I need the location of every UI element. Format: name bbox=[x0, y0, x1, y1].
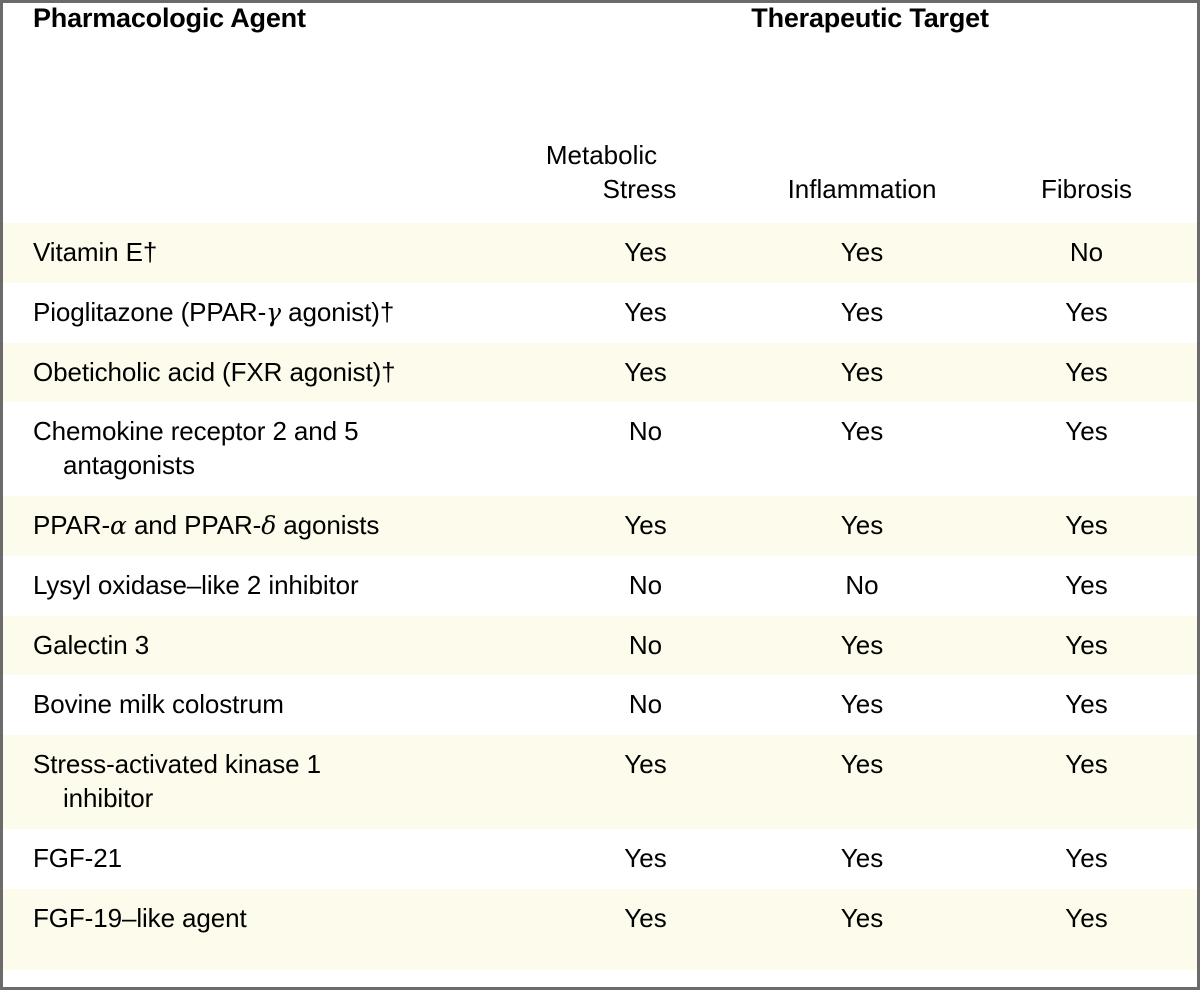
cell-metabolic-stress: Yes bbox=[543, 223, 748, 283]
cell-agent: PPAR-α and PPAR-δ agonists bbox=[3, 495, 543, 556]
cell-inflammation: Yes bbox=[748, 615, 976, 676]
header-row-sub: Metabolic Stress Inflammation Fibrosis bbox=[3, 89, 1197, 223]
table-row: PPAR-α and PPAR-δ agonists Yes Yes Yes bbox=[3, 495, 1197, 556]
agent-label: FGF-19–like agent bbox=[33, 902, 247, 933]
column-header-inflammation: Inflammation bbox=[748, 89, 976, 223]
cell-metabolic-stress: Yes bbox=[543, 495, 748, 556]
cell-metabolic-stress: No bbox=[543, 402, 748, 496]
cell-fibrosis: Yes bbox=[976, 828, 1197, 889]
cell-inflammation: Yes bbox=[748, 888, 976, 949]
agent-label: Chemokine receptor 2 and 5 bbox=[33, 416, 359, 447]
cell-fibrosis: Yes bbox=[976, 615, 1197, 676]
table-row: Chemokine receptor 2 and 5 antagonists N… bbox=[3, 402, 1197, 496]
table-row: Obeticholic acid (FXR agonist)† Yes Yes … bbox=[3, 342, 1197, 403]
cell-agent: Vitamin E† bbox=[3, 223, 543, 283]
cell-agent: Pioglitazone (PPAR-γ agonist)† bbox=[3, 282, 543, 343]
cell-agent: FGF-19–like agent bbox=[3, 888, 543, 949]
agent-label: Vitamin E† bbox=[33, 237, 158, 267]
cell-inflammation: Yes bbox=[748, 495, 976, 556]
cell-agent: Bovine milk colostrum bbox=[3, 675, 543, 736]
table-row: Stress-activated kinase 1 inhibitor Yes … bbox=[3, 735, 1197, 829]
agent-label: Pioglitazone (PPAR-γ agonist)† bbox=[33, 296, 395, 327]
cell-inflammation: Yes bbox=[748, 282, 976, 343]
column-group-header-therapeutic-target: Therapeutic Target bbox=[543, 3, 1197, 89]
cell-fibrosis: Yes bbox=[976, 675, 1197, 736]
cell-metabolic-stress: Yes bbox=[543, 735, 748, 829]
cell-fibrosis: Yes bbox=[976, 735, 1197, 829]
cell-agent: Lysyl oxidase–like 2 inhibitor bbox=[3, 555, 543, 616]
cell-inflammation: Yes bbox=[748, 342, 976, 403]
cell-fibrosis: Yes bbox=[976, 402, 1197, 496]
cell-inflammation: Yes bbox=[748, 223, 976, 283]
filler-cell bbox=[543, 948, 748, 971]
cell-inflammation: Yes bbox=[748, 402, 976, 496]
table-row: Bovine milk colostrum No Yes Yes bbox=[3, 675, 1197, 736]
table-body: Vitamin E† Yes Yes No Pioglitazone (PPAR… bbox=[3, 223, 1197, 971]
table-row: Pioglitazone (PPAR-γ agonist)† Yes Yes Y… bbox=[3, 282, 1197, 343]
cell-metabolic-stress: Yes bbox=[543, 828, 748, 889]
column-header-fibrosis: Fibrosis bbox=[976, 89, 1197, 223]
header-spacer bbox=[3, 89, 543, 223]
cell-agent: Stress-activated kinase 1 inhibitor bbox=[3, 735, 543, 829]
cell-agent: Chemokine receptor 2 and 5 antagonists bbox=[3, 402, 543, 496]
column-header-metabolic-stress: Metabolic Stress bbox=[543, 89, 748, 223]
cell-inflammation: Yes bbox=[748, 828, 976, 889]
table-header: Pharmacologic Agent Therapeutic Target M… bbox=[3, 3, 1197, 223]
column-header-pharmacologic-agent: Pharmacologic Agent bbox=[3, 3, 543, 89]
cell-agent: Galectin 3 bbox=[3, 615, 543, 676]
agent-label: Obeticholic acid (FXR agonist)† bbox=[33, 356, 396, 387]
agent-label: Galectin 3 bbox=[33, 629, 150, 660]
cell-fibrosis: Yes bbox=[976, 555, 1197, 616]
agent-label: PPAR-α and PPAR-δ agonists bbox=[33, 509, 380, 540]
cell-fibrosis: Yes bbox=[976, 888, 1197, 949]
cell-fibrosis: Yes bbox=[976, 495, 1197, 556]
table-row: Galectin 3 No Yes Yes bbox=[3, 615, 1197, 676]
cell-metabolic-stress: Yes bbox=[543, 342, 748, 403]
cell-fibrosis: Yes bbox=[976, 282, 1197, 343]
table-bottom-filler bbox=[3, 948, 1197, 971]
cell-inflammation: Yes bbox=[748, 735, 976, 829]
cell-inflammation: No bbox=[748, 555, 976, 616]
filler-cell bbox=[976, 948, 1197, 971]
cell-fibrosis: Yes bbox=[976, 342, 1197, 403]
table-row: Vitamin E† Yes Yes No bbox=[3, 223, 1197, 283]
header-metabolic-line1: Metabolic bbox=[545, 139, 658, 170]
cell-metabolic-stress: Yes bbox=[543, 888, 748, 949]
cell-metabolic-stress: No bbox=[543, 675, 748, 736]
table-row: Lysyl oxidase–like 2 inhibitor No No Yes bbox=[3, 555, 1197, 616]
agent-label-continued: inhibitor bbox=[63, 782, 154, 813]
filler-cell bbox=[748, 948, 976, 971]
cell-inflammation: Yes bbox=[748, 675, 976, 736]
cell-agent: Obeticholic acid (FXR agonist)† bbox=[3, 342, 543, 403]
agent-label: Bovine milk colostrum bbox=[33, 689, 284, 720]
pharmacologic-agent-table: Pharmacologic Agent Therapeutic Target M… bbox=[3, 3, 1197, 971]
agent-label: Stress-activated kinase 1 bbox=[33, 749, 321, 780]
agent-label: FGF-21 bbox=[33, 842, 122, 873]
filler-cell bbox=[3, 948, 543, 971]
agent-label-continued: antagonists bbox=[63, 450, 195, 481]
table-row: FGF-21 Yes Yes Yes bbox=[3, 828, 1197, 889]
cell-metabolic-stress: No bbox=[543, 555, 748, 616]
agent-label: Lysyl oxidase–like 2 inhibitor bbox=[33, 569, 359, 600]
cell-metabolic-stress: Yes bbox=[543, 282, 748, 343]
header-metabolic-line2: Stress bbox=[602, 173, 677, 204]
cell-agent: FGF-21 bbox=[3, 828, 543, 889]
cell-metabolic-stress: No bbox=[543, 615, 748, 676]
cell-fibrosis: No bbox=[976, 223, 1197, 283]
header-row-top: Pharmacologic Agent Therapeutic Target bbox=[3, 3, 1197, 89]
table-row: FGF-19–like agent Yes Yes Yes bbox=[3, 888, 1197, 949]
